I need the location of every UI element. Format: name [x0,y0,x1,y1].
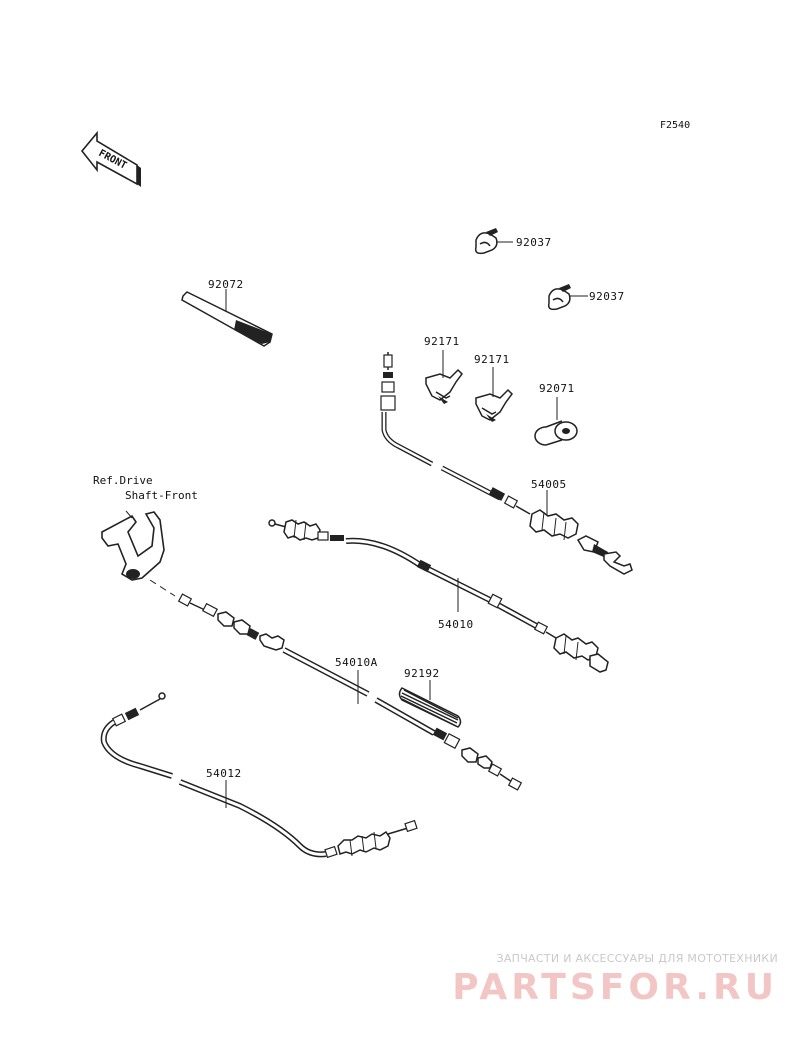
cable-clip-icon [425,350,463,404]
throttle-cable-icon [380,352,633,575]
front-direction-arrow-icon: FRONT [80,130,141,187]
watermark-subtitle: ЗАПЧАСТИ И АКСЕССУАРЫ ДЛЯ МОТОТЕХНИКИ [496,952,778,965]
part-number-92072[interactable]: 92072 [208,278,244,291]
part-number-54010A[interactable]: 54010A [335,656,378,669]
part-number-54005[interactable]: 54005 [531,478,567,491]
part-number-92037[interactable]: 92037 [589,290,625,303]
cable-clamp-icon [547,284,588,311]
protective-tube-icon [398,680,462,728]
part-number-92171[interactable]: 92171 [474,353,510,366]
reference-line-1: Ref.Drive [93,474,153,487]
part-number-92037[interactable]: 92037 [516,236,552,249]
watermark-brand: PARTSFOR.RU [452,967,778,1008]
figure-code: F2540 [660,120,691,131]
part-number-54010[interactable]: 54010 [438,618,474,631]
part-number-92192[interactable]: 92192 [404,667,440,680]
cable-tie-band-icon [181,289,273,347]
watermark: ЗАПЧАСТИ И АКСЕССУАРЫ ДЛЯ МОТОТЕХНИКИ PA… [452,952,778,1009]
part-number-92071[interactable]: 92071 [539,382,575,395]
reference-line-2: Shaft-Front [125,489,198,502]
part-number-54012[interactable]: 54012 [206,767,242,780]
drive-shaft-bracket-icon [101,510,165,581]
cable-clamp-icon [474,228,513,255]
cable-clip-icon [475,367,513,422]
reference-label: Ref.Drive Shaft-Front [93,473,198,503]
control-cable-icon [177,593,523,791]
control-cable-icon [100,692,418,859]
control-cable-icon [268,519,609,673]
part-number-92171[interactable]: 92171 [424,335,460,348]
grommet-icon [534,397,578,446]
